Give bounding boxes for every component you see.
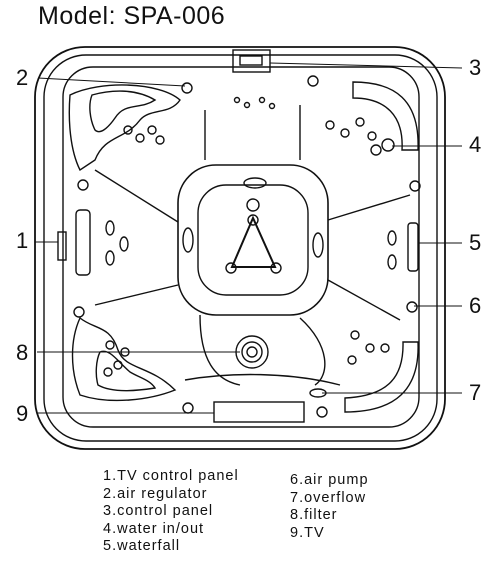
legend-item: 1.TV control panel (103, 468, 239, 484)
legend-left: 1.TV control panel 2.air regulator 3.con… (103, 468, 239, 556)
callout-7: 7 (469, 380, 482, 405)
callout-6: 6 (469, 293, 482, 318)
tv (213, 401, 305, 423)
legend-item: 3.control panel (103, 503, 214, 519)
model-title: Model: SPA-006 (38, 2, 226, 30)
spa-outer-shell (34, 46, 446, 450)
callout-5: 5 (469, 230, 482, 255)
legend-item: 4.water in/out (103, 520, 205, 537)
filter (235, 335, 269, 369)
center-triangle-jet (230, 215, 277, 268)
callout-3: 3 (469, 55, 482, 80)
legend-item: 7.overflow (290, 489, 367, 506)
legend-item: 2.air regulator (103, 485, 208, 502)
callout-9: 9 (16, 401, 29, 426)
callout-4: 4 (469, 132, 482, 157)
tv-control-panel (57, 231, 67, 261)
legend-item: 8.filter (290, 507, 338, 523)
seat-top-right (352, 81, 419, 151)
leader-lines (35, 62, 463, 414)
legend-right: 6.air pump 7.overflow 8.filter 9.TV (290, 472, 369, 542)
lounge-seat-top-left (68, 84, 181, 172)
footwell-inner (197, 184, 309, 296)
waterfall (407, 222, 419, 272)
jets (103, 96, 397, 398)
lounge-seat-bottom-left (71, 316, 177, 402)
callout-2: 2 (16, 65, 29, 90)
spa-rim (43, 54, 438, 442)
seat-bottom-right (344, 341, 419, 413)
control-panel (232, 49, 271, 73)
callout-1: 1 (16, 228, 29, 253)
legend-item: 5.waterfall (103, 538, 181, 554)
callout-8: 8 (16, 340, 29, 365)
spa-inner-rim (62, 66, 420, 428)
footwell-outer (177, 164, 329, 316)
legend-item: 6.air pump (290, 472, 369, 488)
legend-item: 9.TV (290, 524, 325, 541)
